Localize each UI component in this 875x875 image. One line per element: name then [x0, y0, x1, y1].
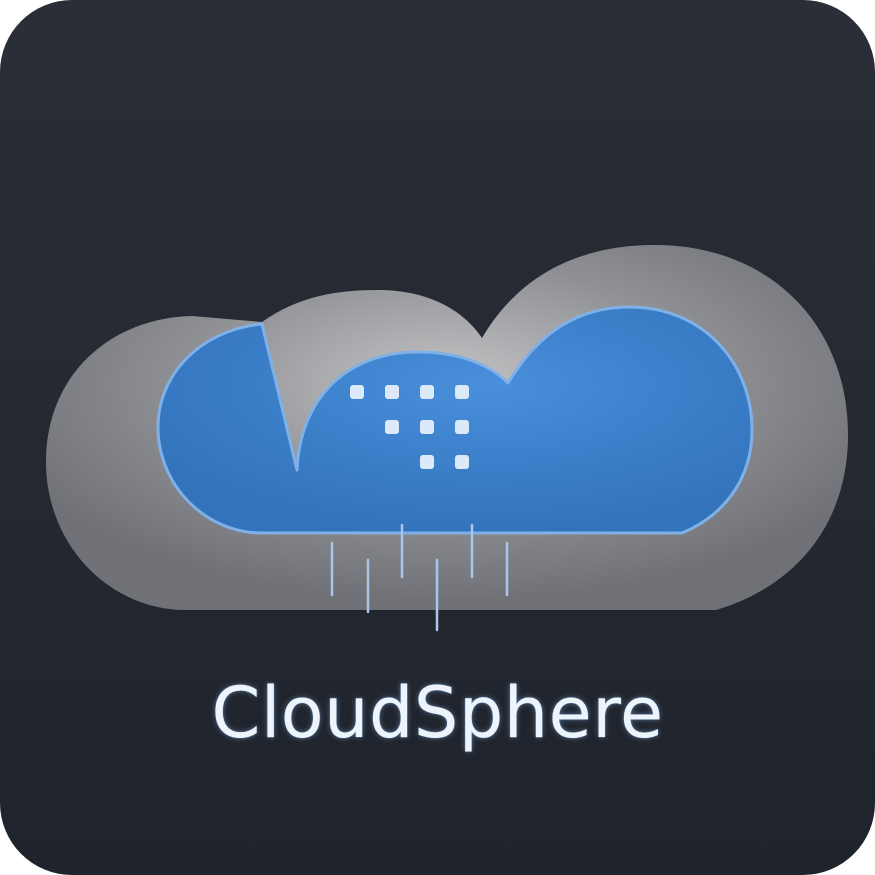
dot — [350, 385, 364, 399]
dot — [455, 455, 469, 469]
dot — [455, 420, 469, 434]
dot — [420, 455, 434, 469]
dot — [455, 385, 469, 399]
app-name: CloudSphere — [211, 672, 664, 754]
inner-cloud-shape — [156, 305, 754, 535]
dot — [420, 385, 434, 399]
grid-dots-icon — [350, 385, 469, 469]
dot — [385, 420, 399, 434]
dot — [385, 385, 399, 399]
dot — [420, 420, 434, 434]
rain-lines-icon — [330, 523, 509, 632]
